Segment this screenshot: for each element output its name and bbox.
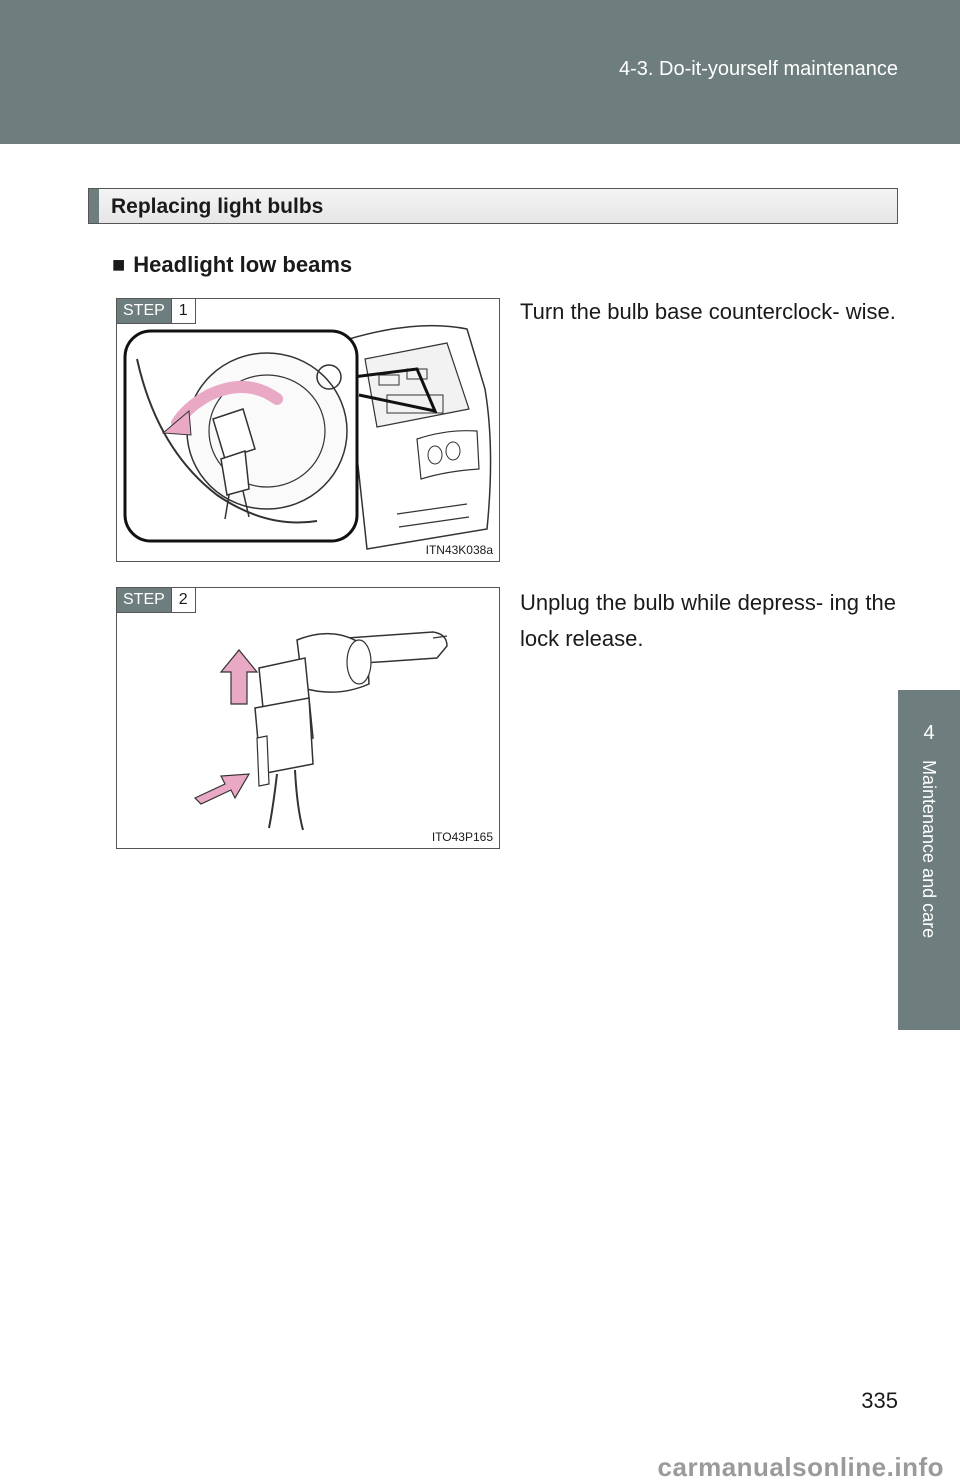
step-1-figure: STEP 1 ITN43K038a	[116, 298, 500, 562]
chapter-side-tab: 4 Maintenance and care	[898, 690, 960, 1030]
step-1-text: Turn the bulb base counterclock- wise.	[520, 299, 896, 324]
step-number: 2	[170, 588, 195, 612]
header-band: 4-3. Do-it-yourself maintenance	[0, 0, 960, 144]
bulb-unplug-illustration	[193, 631, 448, 831]
headlight-rear-illustration	[123, 324, 492, 550]
page-number: 335	[861, 1388, 898, 1413]
chapter-section-title: 4-3. Do-it-yourself maintenance	[618, 58, 898, 80]
chapter-label: Maintenance and care	[919, 760, 939, 939]
subsection-title: Headlight low beams	[133, 252, 353, 277]
subsection-heading: ■ Headlight low beams	[112, 252, 352, 278]
step-2-text: Unplug the bulb while depress- ing the l…	[520, 590, 896, 651]
step-2-badge: STEP 2	[117, 588, 196, 613]
section-title: Replacing light bulbs	[111, 195, 324, 218]
step-number: 1	[170, 299, 195, 323]
chapter-number: 4	[923, 722, 935, 744]
section-title-bar: Replacing light bulbs	[88, 188, 898, 224]
figure-code: ITO43P165	[431, 830, 493, 844]
figure-code: ITN43K038a	[425, 543, 493, 557]
step-2-figure: STEP 2 ITO43P165	[116, 587, 500, 849]
step-label: STEP	[117, 299, 171, 323]
section-title-accent	[89, 189, 99, 223]
watermark: carmanualsonline.info	[657, 1452, 944, 1482]
step-label: STEP	[117, 588, 171, 612]
square-bullet-icon: ■	[112, 252, 126, 277]
step-1-badge: STEP 1	[117, 299, 196, 324]
